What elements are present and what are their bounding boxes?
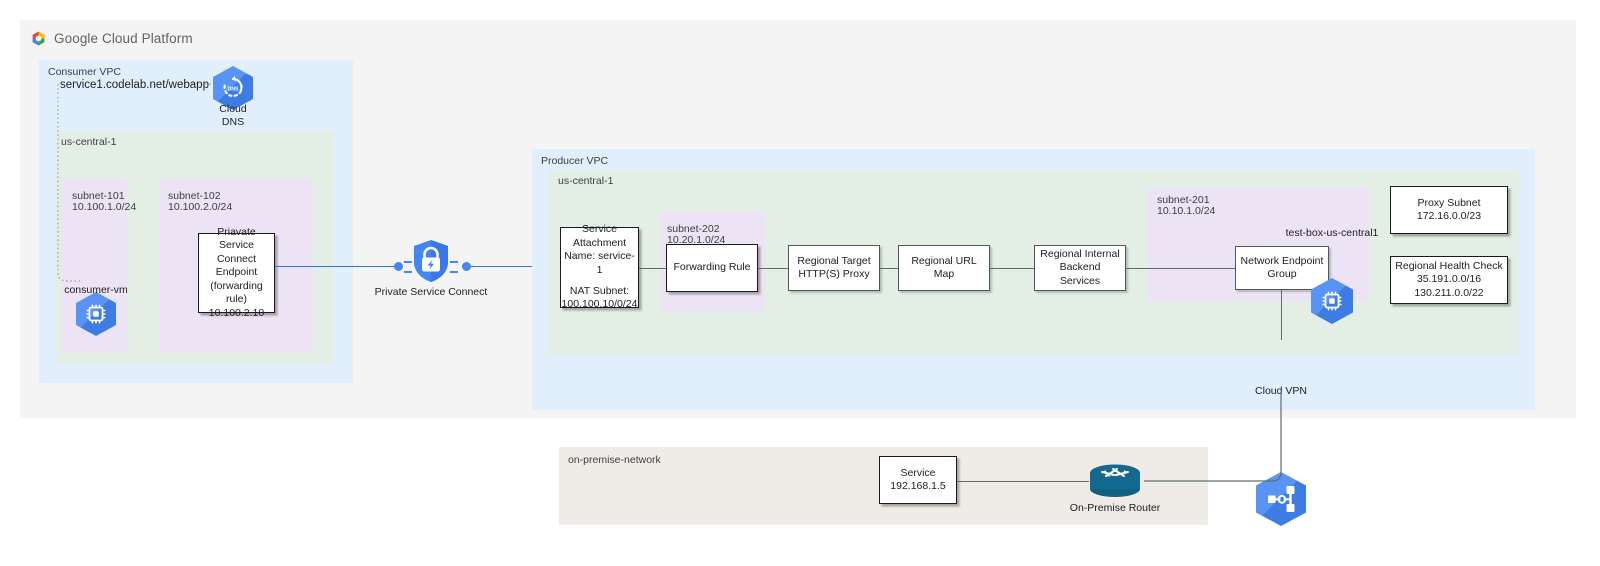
service-attachment-box[interactable]: Service Attachment Name: service-1 NAT S… <box>560 223 639 311</box>
forwarding-rule-label: Forwarding Rule <box>673 261 751 274</box>
link-service-to-router <box>957 481 1089 483</box>
health-check-line2: 35.191.0.0/16 <box>1416 273 1482 286</box>
link-forwarding-to-proxy <box>758 268 788 270</box>
subnet-101-cidr: 10.100.1.0/24 <box>72 201 137 213</box>
service-attachment-line1: Service <box>581 223 617 236</box>
svg-text:DNS: DNS <box>228 87 239 93</box>
regional-url-map-box[interactable]: Regional URL Map <box>898 245 990 291</box>
psc-endpoint-line2: Connect Endpoint <box>215 252 258 279</box>
subnet-102-cidr: 10.100.2.0/24 <box>168 201 233 213</box>
cloud-dns-caption: Cloud DNS <box>219 103 246 129</box>
health-check-line1: Regional Health Check <box>1395 259 1503 272</box>
url-map-label: Regional URL Map <box>911 254 977 280</box>
psc-tick-1 <box>404 261 412 263</box>
link-proxy-to-urlmap <box>880 268 898 270</box>
subnet-202-name: subnet-202 <box>667 223 720 235</box>
cloud-dns-icon: DNS <box>213 66 253 110</box>
on-premise-router-caption: On-Premise Router <box>1069 502 1161 514</box>
service-attachment-line3: Name: service-1 <box>564 250 635 276</box>
service-attachment-line2: Attachment <box>572 236 627 249</box>
service-attachment-line4: NAT Subnet: <box>569 284 630 297</box>
backend-services-line2: Backend Services <box>1059 261 1101 287</box>
subnet-101-name: subnet-101 <box>72 190 125 202</box>
on-premise-service-line1: Service <box>900 466 936 479</box>
producer-region-label: us-central-1 <box>558 175 614 187</box>
proxy-subnet-line2: 172.16.0.0/23 <box>1416 210 1482 222</box>
test-box-vm-icon <box>1311 278 1353 324</box>
psc-link-left <box>275 266 396 268</box>
psc-endpoint-line4: 10.100.2.10 <box>208 306 265 319</box>
test-box-vm-caption: test-box-us-central1 <box>1285 227 1379 239</box>
private-service-connect-shield-icon <box>410 238 452 284</box>
on-premise-service-box[interactable]: Service 192.168.1.5 <box>879 456 957 504</box>
subnet-202-cidr: 10.20.1.0/24 <box>667 234 726 246</box>
consumer-vm-icon <box>76 292 116 336</box>
subnet-102-name: subnet-102 <box>168 190 221 202</box>
backend-services-line1: Regional Internal <box>1040 247 1120 260</box>
cloud-vpn-caption: Cloud VPN <box>1255 385 1307 397</box>
on-premise-network-label: on-premise-network <box>568 454 661 466</box>
forwarding-rule-box[interactable]: Forwarding Rule <box>666 244 758 292</box>
on-premise-service-line2: 192.168.1.5 <box>890 480 946 492</box>
producer-vpc-label: Producer VPC <box>541 155 609 167</box>
private-service-connect-caption: Private Service Connect <box>374 286 488 298</box>
neg-line2: Group <box>1267 268 1297 280</box>
on-premise-router-icon <box>1086 461 1144 499</box>
psc-connector-dot-right <box>462 262 471 271</box>
proxy-subnet-line1: Proxy Subnet <box>1417 196 1481 209</box>
network-endpoint-group-box[interactable]: Network Endpoint Group <box>1235 246 1329 290</box>
cloud-dns-caption-line1: Cloud <box>219 103 247 115</box>
cloud-dns-caption-line2: DNS <box>221 116 245 129</box>
service-attachment-line5: 100.100.10/0/24 <box>561 298 638 311</box>
psc-link-right <box>466 266 560 268</box>
link-backend-to-neg <box>1126 268 1235 270</box>
psc-tick-3 <box>450 261 458 263</box>
link-attachment-to-forwarding <box>639 268 666 270</box>
link-neg-to-cloudvpn <box>1281 290 1283 340</box>
health-check-line3: 130.211.0.0/22 <box>1414 286 1484 299</box>
subnet-201-name: subnet-201 <box>1157 194 1210 206</box>
target-proxy-line1: Regional Target <box>797 254 871 267</box>
google-cloud-platform-logo-icon <box>30 30 47 47</box>
psc-connector-dot-left <box>394 262 403 271</box>
subnet-201-cidr: 10.10.1.0/24 <box>1157 205 1216 217</box>
psc-endpoint-line1: Priavate Service <box>217 225 256 252</box>
consumer-region-label: us-central-1 <box>61 136 117 148</box>
psc-endpoint-box[interactable]: Priavate Service Connect Endpoint (forwa… <box>198 226 275 319</box>
dns-url-label: service1.codelab.net/webapp <box>60 79 209 91</box>
consumer-vpc-label: Consumer VPC <box>48 66 121 78</box>
psc-tick-4 <box>450 271 458 273</box>
gcp-logo-text: Google Cloud Platform <box>54 30 193 46</box>
target-proxy-line2: HTTP(S) Proxy <box>798 268 870 280</box>
gcp-logo: Google Cloud Platform <box>30 27 290 49</box>
psc-endpoint-line3: (forwarding rule) <box>210 279 263 306</box>
link-urlmap-to-backend <box>990 268 1034 270</box>
regional-target-http-proxy-box[interactable]: Regional Target HTTP(S) Proxy <box>788 245 880 291</box>
consumer-vm-caption: consumer-vm <box>64 284 128 296</box>
regional-internal-backend-services-box[interactable]: Regional Internal Backend Services <box>1034 245 1126 291</box>
neg-line1: Network Endpoint <box>1240 254 1324 267</box>
regional-health-check-box[interactable]: Regional Health Check 35.191.0.0/16 130.… <box>1390 256 1508 304</box>
proxy-subnet-box[interactable]: Proxy Subnet 172.16.0.0/23 <box>1390 186 1508 234</box>
psc-tick-2 <box>404 271 412 273</box>
